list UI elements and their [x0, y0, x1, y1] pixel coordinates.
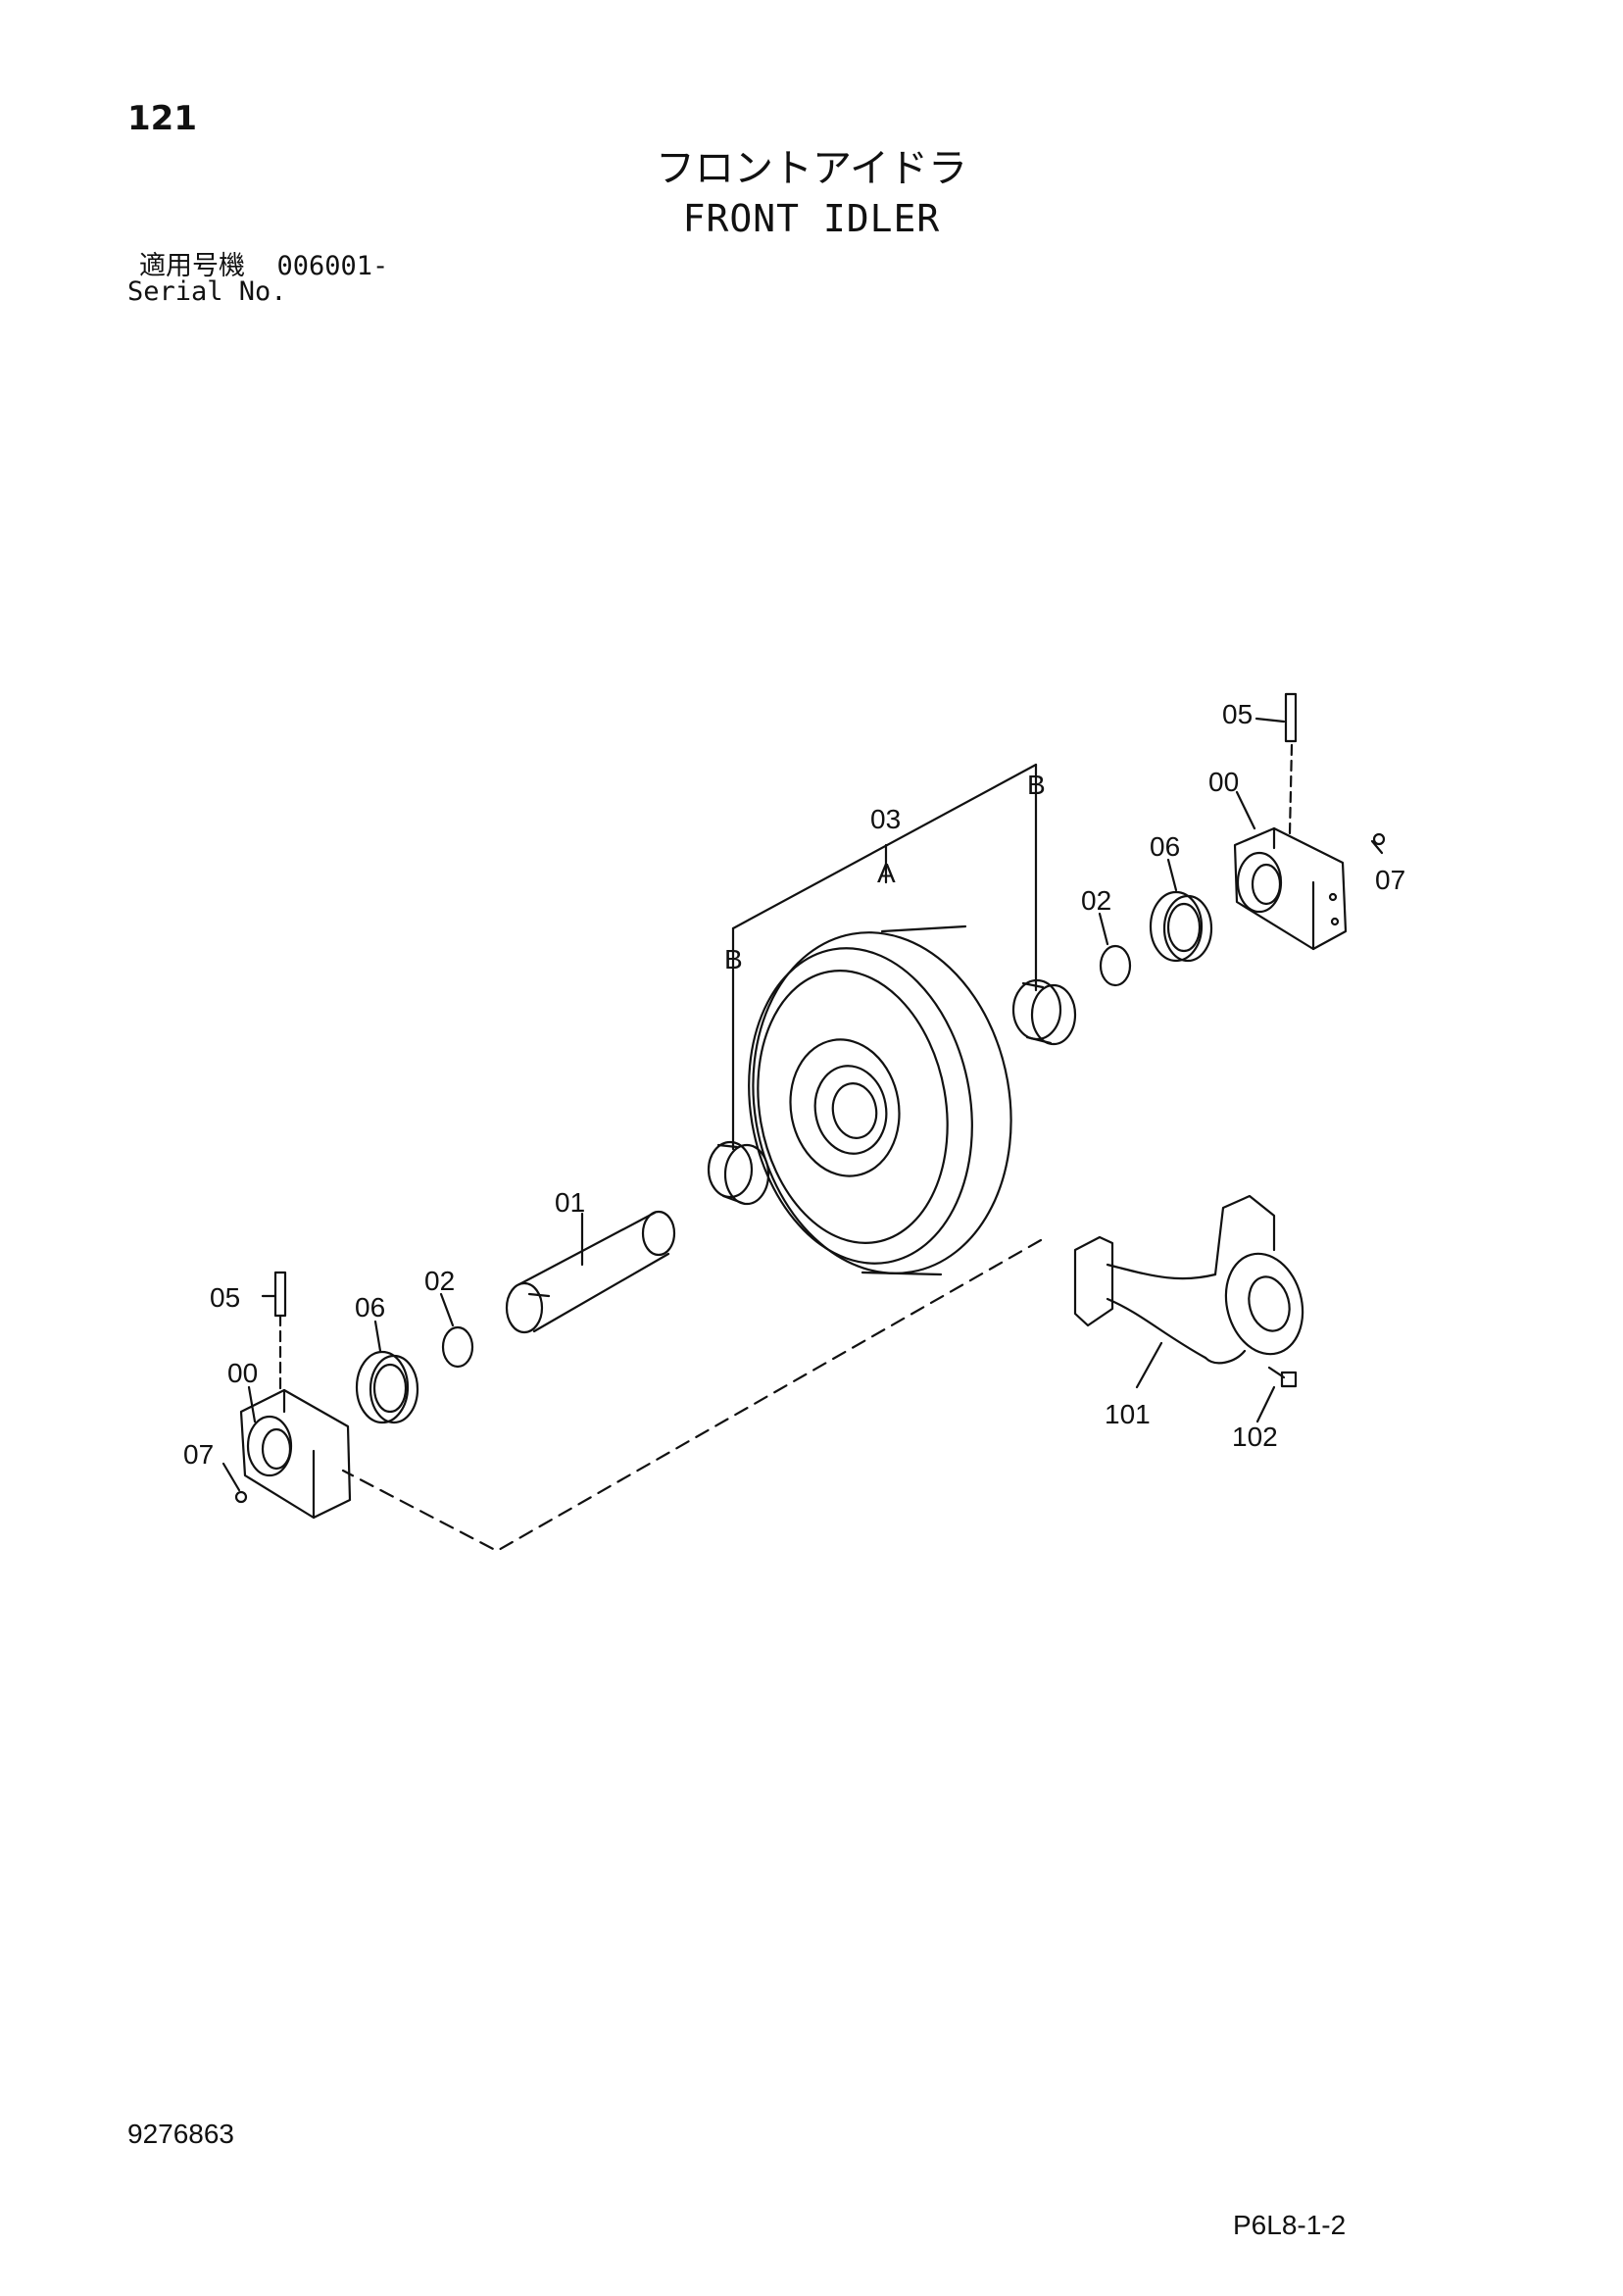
- serial-label-jp: 適用号機: [139, 251, 245, 281]
- serial-line-japanese: 適用号機 006001-: [139, 253, 388, 279]
- callout-102: 102: [1232, 1422, 1278, 1452]
- o-ring-left: [441, 1325, 474, 1369]
- bushing-right: [1011, 978, 1077, 1046]
- title-japanese: フロントアイドラ: [656, 146, 967, 191]
- callout-05-left: 05: [210, 1282, 240, 1313]
- bearing-housing-left: [239, 1388, 352, 1520]
- plug-left: [234, 1490, 248, 1504]
- callout-B-right: B: [1027, 770, 1046, 800]
- o-ring-right: [1099, 944, 1132, 987]
- idler-bracket: [1073, 1194, 1304, 1365]
- idler-wheel: [748, 924, 1012, 1276]
- pin-left: [273, 1271, 287, 1318]
- group-bracket-03: [731, 763, 1038, 1151]
- callout-06-left: 06: [355, 1292, 385, 1323]
- callout-A: A: [877, 858, 896, 888]
- callout-06-right: 06: [1150, 831, 1180, 862]
- callout-07-left: 07: [183, 1439, 214, 1470]
- plug-right: [1372, 832, 1386, 846]
- pin-guide-right: [1288, 743, 1294, 835]
- bushing-left: [707, 1140, 770, 1206]
- callout-01: 01: [555, 1187, 585, 1218]
- callout-101: 101: [1105, 1399, 1151, 1429]
- serial-label-english: Serial No.: [127, 276, 287, 307]
- seal-right: [1149, 890, 1213, 963]
- callout-07-right: 07: [1375, 865, 1405, 895]
- title-english: FRONT IDLER: [682, 197, 941, 240]
- callout-00-left: 00: [227, 1358, 258, 1388]
- callout-02-right: 02: [1081, 885, 1111, 916]
- callout-03: 03: [870, 804, 901, 834]
- callout-B-left: B: [724, 944, 743, 974]
- serial-value: 006001-: [276, 251, 389, 281]
- page-code: P6L8-1-2: [1233, 2210, 1347, 2240]
- seal-left: [355, 1350, 419, 1424]
- document-code: 9276863: [127, 2119, 235, 2149]
- callout-00-right: 00: [1208, 767, 1239, 797]
- pin-right: [1284, 692, 1298, 743]
- leader-lines: [221, 717, 1384, 1492]
- bearing-housing-right: [1233, 826, 1348, 951]
- page-number: 121: [127, 99, 197, 138]
- callout-05-top: 05: [1222, 699, 1253, 729]
- mounting-dashed-line: [341, 1238, 1043, 1553]
- bolt: [1267, 1366, 1298, 1388]
- callout-02-left: 02: [424, 1266, 455, 1296]
- shaft: [505, 1210, 676, 1334]
